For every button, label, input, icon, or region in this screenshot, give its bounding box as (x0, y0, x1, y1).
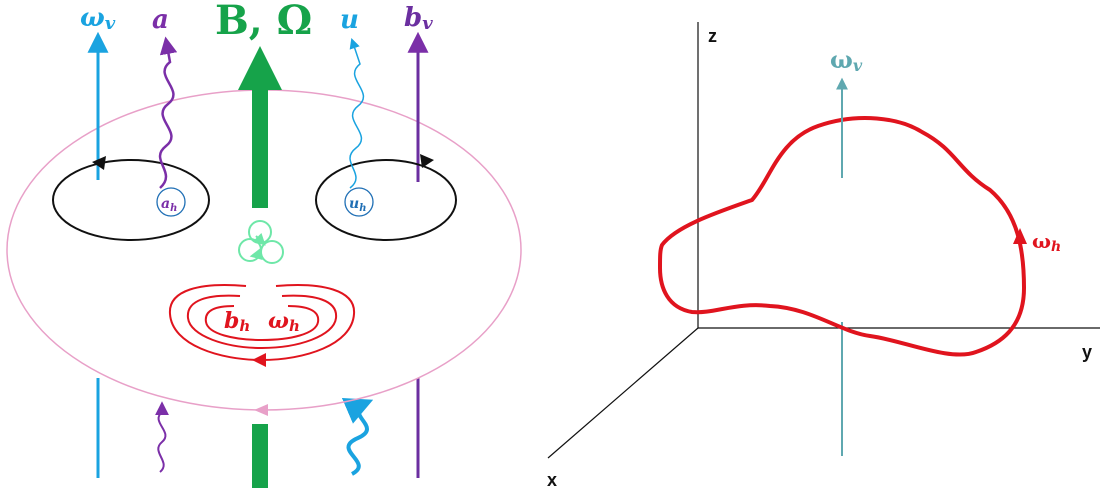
a-wave-upper (158, 36, 178, 189)
field-arrow-shaft (252, 88, 268, 208)
left-vortex-arrow (92, 156, 106, 170)
u-h-circle (344, 187, 374, 217)
left-vortex-loop (52, 159, 210, 241)
u-h-label: uh (349, 196, 366, 214)
knot-icon (238, 220, 284, 264)
b-h-label: bh (224, 308, 250, 335)
a-h-circle (156, 187, 186, 217)
right-vortex-loop (315, 159, 457, 241)
u-label: u (340, 5, 359, 35)
x-axis (547, 327, 699, 459)
horizontal-vortex-loop (657, 116, 1027, 357)
right-vortex-arrow (420, 154, 434, 168)
a-wave-lower (155, 401, 169, 473)
z-axis-label: z (708, 26, 717, 46)
a-label: a (152, 5, 169, 35)
u-wave-upper (349, 38, 365, 189)
left-panel: ωv a B, Ω u bv ah uh bh ωh (6, 0, 522, 488)
a-h-label: ah (161, 196, 177, 214)
u-wave-lower (341, 397, 374, 476)
b-v-label: bv (404, 3, 433, 34)
loop-direction-arrow (1013, 228, 1027, 244)
current-loop (168, 284, 356, 362)
right-panel: z y x ωv ωh (547, 22, 1100, 490)
y-axis-label: y (1082, 342, 1092, 362)
current-loop-arrow (252, 353, 266, 367)
x-axis-label: x (547, 470, 557, 490)
omega-h-label: ωh (268, 308, 300, 335)
field-arrow-lower (252, 424, 268, 488)
omega-v-label-right: ωv (830, 45, 863, 75)
field-arrow-head (238, 46, 282, 90)
ellipse-direction-arrow (254, 404, 268, 416)
omega-v-label: ωv (80, 3, 116, 34)
field-label: B, Ω (215, 0, 312, 44)
omega-h-label-right: ωh (1032, 229, 1061, 255)
